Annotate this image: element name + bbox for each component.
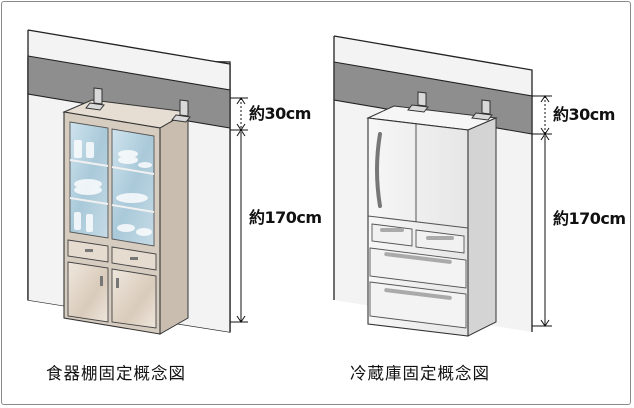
l-bracket-icon xyxy=(85,87,191,123)
l-bracket-icon xyxy=(407,91,493,121)
dimension-label-upper: 約30cm xyxy=(249,104,311,123)
dishes xyxy=(74,140,152,236)
dimension-label-lower: 約170cm xyxy=(249,208,322,227)
cupboard-diagram: 約30cm 約170cm 食器棚固定概念図 xyxy=(27,29,322,383)
dimension-markers xyxy=(230,97,248,323)
cupboard xyxy=(62,99,190,335)
dimension-label-lower: 約170cm xyxy=(553,209,626,228)
refrigerator-diagram: 約30cm 約170cm 冷蔵庫固定概念図 xyxy=(333,35,626,383)
dimension-label-upper: 約30cm xyxy=(553,105,615,124)
refrigerator xyxy=(366,105,498,337)
dimension-markers xyxy=(532,95,552,327)
caption-refrigerator: 冷蔵庫固定概念図 xyxy=(350,363,490,383)
caption-cupboard: 食器棚固定概念図 xyxy=(46,363,186,383)
